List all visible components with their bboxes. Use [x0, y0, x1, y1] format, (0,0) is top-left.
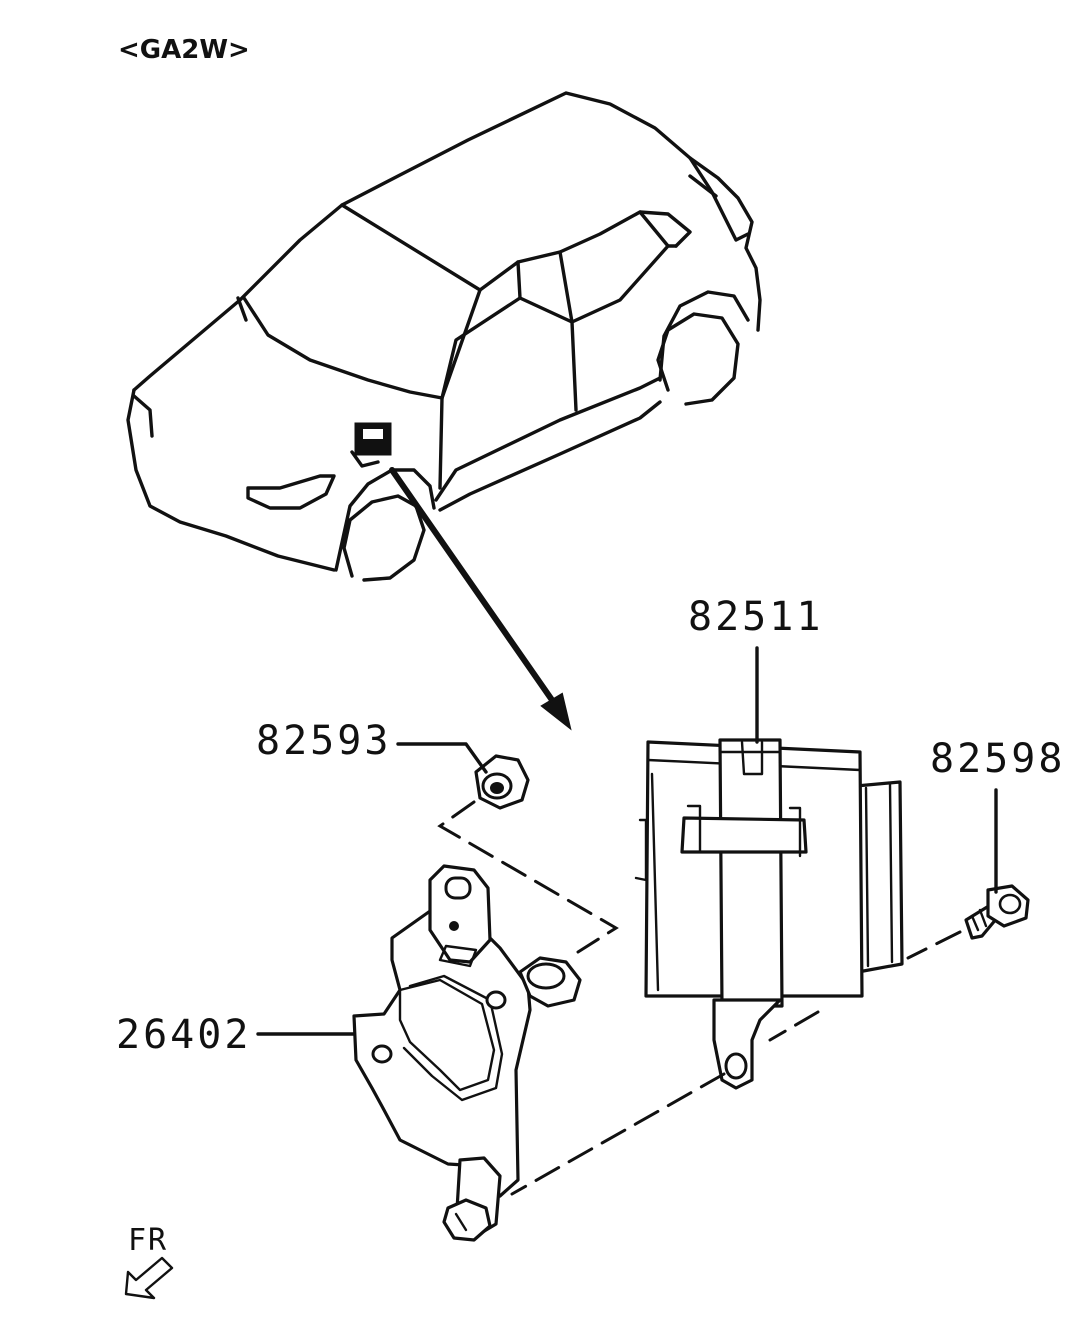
model-code-label: <GA2W>	[118, 35, 250, 65]
nut-assembly-dashed-line	[437, 800, 619, 954]
nut-drawing	[474, 754, 530, 810]
front-direction-arrow-icon	[124, 1256, 174, 1300]
ecu-unit-drawing	[634, 738, 904, 1090]
leader-arrow-icon	[389, 467, 572, 731]
ecu-location-marker-icon	[350, 422, 392, 468]
ecu-part-number: 82511	[688, 594, 823, 640]
suv-outline-icon	[126, 91, 762, 582]
bolt-part-number: 82598	[930, 736, 1065, 782]
bolt-drawing	[964, 884, 1030, 940]
bracket-drawing	[352, 864, 582, 1242]
bracket-assembly-dashed-line	[510, 1072, 726, 1196]
front-direction-label: FR	[128, 1223, 168, 1258]
nut-part-number: 82593	[256, 718, 391, 764]
ecu-tab-dashed-line	[768, 1010, 820, 1042]
bracket-part-number: 26402	[116, 1012, 251, 1058]
bolt-assembly-dashed-line	[906, 930, 962, 960]
nut-leader-line	[396, 742, 488, 774]
